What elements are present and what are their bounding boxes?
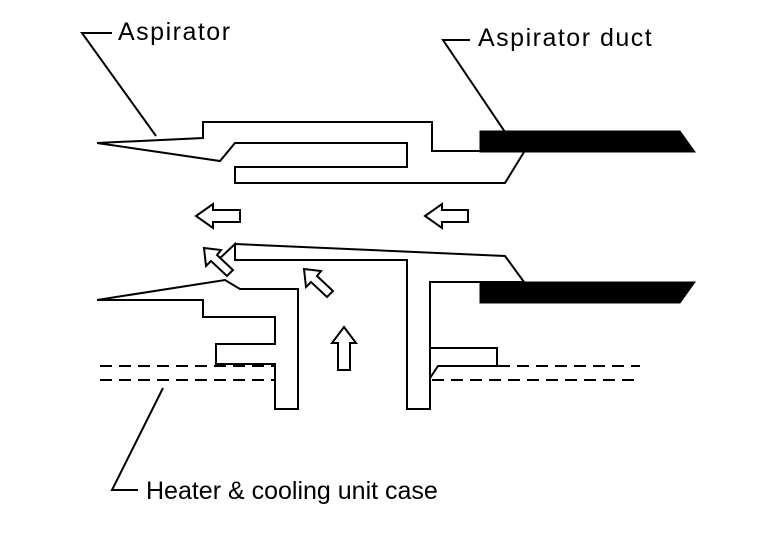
leader-heater-cooling-case (110, 387, 164, 491)
aspirator-centre-divider (217, 241, 526, 410)
airflow-arrow-left-duct (423, 202, 469, 230)
aspirator-duct-upper (479, 130, 696, 153)
airflow-arrow-up (330, 325, 358, 371)
leader-aspirator (80, 32, 157, 137)
label-aspirator-duct: Aspirator duct (478, 24, 653, 52)
case-right-step (429, 347, 498, 379)
aspirator-duct-lower (479, 281, 696, 304)
aspirator-upper-outer (96, 121, 480, 152)
airflow-arrow-left-outlet (194, 202, 241, 230)
label-heater-cooling-case: Heater & cooling unit case (146, 477, 438, 505)
leader-aspirator-duct (441, 39, 506, 133)
airflow-arrow-diagonal-centre (302, 267, 335, 299)
airflow-arrow-diagonal-left (202, 246, 235, 278)
aspirator-upper-inner (96, 142, 525, 184)
aspirator-lower-left (96, 278, 299, 410)
label-aspirator: Aspirator (118, 18, 232, 46)
